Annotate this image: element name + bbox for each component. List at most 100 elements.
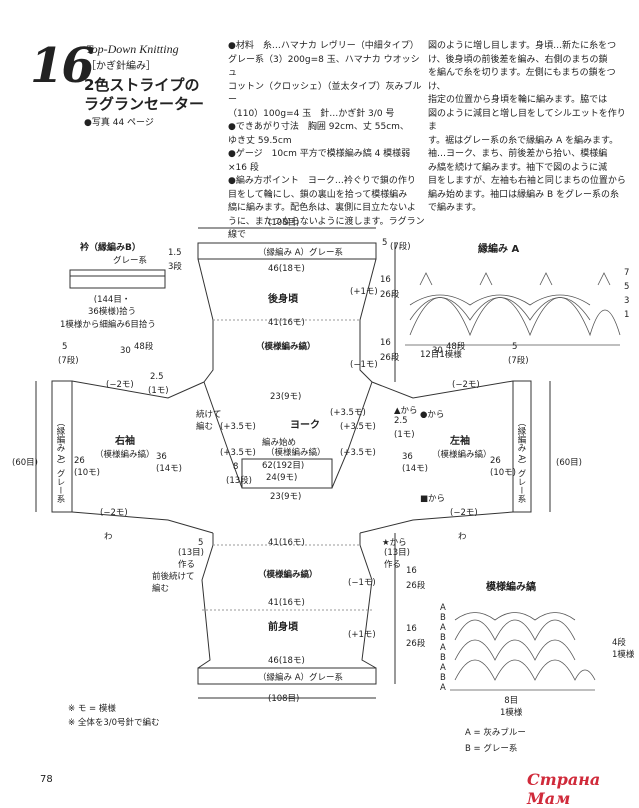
right-sleeve-name: 右袖 xyxy=(115,436,135,447)
chart-a-title: 縁編み A xyxy=(478,244,520,255)
plus35-l1: (+3.5モ) xyxy=(340,422,376,432)
neck-24: 24(9モ) xyxy=(266,473,298,483)
gusset-25a: 2.5 xyxy=(150,372,164,382)
plus1-b: (+1モ) xyxy=(348,630,376,640)
collar-height: 1.5 xyxy=(168,248,182,258)
plus35-r1: (+3.5モ) xyxy=(220,422,256,432)
collar-color: グレー系 xyxy=(113,256,148,266)
sleeve-26-r: 26 (10モ) xyxy=(74,456,100,478)
v16-1: 16 xyxy=(380,275,391,285)
chart-a-rows: 7 5 3 1 xyxy=(624,268,630,320)
materials-line: グレー系（3）200g=8 玉、ハマナカ ウオッシュ xyxy=(228,54,420,79)
width-top: (108目) xyxy=(268,218,300,228)
materials-line: コットン（クロッシェ）（並太タイプ）灰みブルー xyxy=(228,81,422,106)
neck-23a: 23(9モ) xyxy=(270,392,302,402)
photo-ref: ●写真 44 ページ xyxy=(84,118,154,128)
sleeve-36-l: 36 (14モ) xyxy=(402,452,428,474)
minus2-r1: (−2モ) xyxy=(106,380,134,390)
title-line2: ラグランセーター xyxy=(84,95,205,113)
plus35-c: (+3.5モ) xyxy=(330,408,366,418)
instructions-line: 袖…ヨーク、まち、前後差から拾い、模様編 xyxy=(428,149,608,159)
sleeve-5-r: 5 xyxy=(62,342,68,352)
sleeve-30-l: 30 xyxy=(432,346,443,356)
make-13-r: (13目) 作る xyxy=(178,548,204,570)
legend-a: A = 灰みブルー xyxy=(465,728,526,738)
instructions-line: 目をしますが、左袖も右袖と同じまちの位置から xyxy=(428,176,626,186)
materials-line: ×16 段 xyxy=(228,162,259,173)
collar-rows: 3段 xyxy=(168,262,182,272)
neck-23b: 23(9モ) xyxy=(270,492,302,502)
materials-line: うに、またつならないように渡します。ラグラン線で xyxy=(228,216,425,241)
instructions-line: け、後身頃の前後差を編み、右側のまちの鎖 xyxy=(428,54,608,65)
v16-3: 16 xyxy=(406,566,417,576)
yoke-name: ヨーク xyxy=(290,420,320,431)
instructions-line: で編みます。 xyxy=(428,203,482,213)
yoke-neck-box xyxy=(241,458,333,489)
materials-block: ●材料 糸…ハマナカ レヴリー（中細タイプ） グレー系（3）200g=8 玉、ハ… xyxy=(228,40,428,243)
sleeve-5-l: 5 xyxy=(512,342,518,352)
v16-4: 16 xyxy=(406,624,417,634)
sleeve-60-l: (60目) xyxy=(556,458,582,468)
neck-8: 8 xyxy=(233,462,239,472)
sleeve-pattern-l: （模様編み縞） xyxy=(432,450,492,460)
yoke-pattern: （模様編み縞） xyxy=(266,448,326,458)
minus1-a: (−1モ) xyxy=(350,360,378,370)
chart-b-rows: A B A B A B A B A xyxy=(440,603,446,693)
gusset-1a: (1モ) xyxy=(148,386,169,396)
sleeve-48-r: 48段 xyxy=(134,342,154,352)
gusset-25b: 2.5 xyxy=(394,416,408,426)
back-41: 41(16モ) xyxy=(268,318,305,328)
front-side-outline xyxy=(197,533,377,669)
v16-2: 16 xyxy=(380,338,391,348)
instructions-line: 編み始めます。袖口は縁編み B をグレー系の糸 xyxy=(428,189,619,200)
v26-1: 26段 xyxy=(380,290,400,300)
right-cuff-band xyxy=(51,380,73,513)
cuff-r: （縁編み A）グレー系 xyxy=(55,418,65,504)
technique-en: Top-Down Knitting xyxy=(86,42,179,56)
note-1: ※ モ = 模様 xyxy=(68,704,116,714)
materials-line: ゆき丈 59.5cm xyxy=(228,135,292,146)
front-46: 46(18モ) xyxy=(268,656,305,666)
width-bottom: (108目) xyxy=(268,694,300,704)
chart-a-stitches xyxy=(405,272,621,346)
continue-front: 前後続けて 編む xyxy=(152,572,195,594)
back-edge-label: （縁編み A）グレー系 xyxy=(258,248,344,258)
instructions-line: 図のように増し目します。身頃…新たに糸をつ xyxy=(428,41,617,51)
back-side-outline xyxy=(197,258,377,383)
back-46: 46(18モ) xyxy=(268,264,305,274)
collar-pick: (144目・ 36模様)拾う xyxy=(88,295,137,317)
instructions-line: み縞を続けて編みます。袖下で図のように減 xyxy=(428,162,608,173)
minus2-r2: (−2モ) xyxy=(100,508,128,518)
materials-line: ●できあがり寸法 胸囲 92cm、丈 55cm、 xyxy=(228,122,409,132)
wa-l: わ xyxy=(458,532,467,542)
front-41a: 41(16モ) xyxy=(268,538,305,548)
materials-line: （110）100g=4 玉 針…かぎ針 3/0 号 xyxy=(228,108,395,119)
from-d: ★から xyxy=(382,538,407,548)
left-sleeve-name: 左袖 xyxy=(450,436,470,447)
chart-a-repeat: 12目1模様 xyxy=(420,350,462,360)
collar-note: 1模様から細編み6目拾う xyxy=(60,320,156,330)
technique-jp: ［かぎ針編み］ xyxy=(86,61,156,72)
watermark: Страна Мам xyxy=(527,770,601,808)
collar-title: 衿（縁編みB） xyxy=(80,243,141,253)
v26-2: 26段 xyxy=(380,353,400,363)
from-b: ■から xyxy=(420,494,446,504)
instructions-block: 図のように増し目します。身頃…新たに糸をつ け、後身頃の前後差を編み、右側のまち… xyxy=(428,40,633,216)
front-edge-band xyxy=(197,667,377,685)
back-cont: 続けて 編む xyxy=(196,410,222,432)
left-sleeve-outline xyxy=(359,380,514,534)
sleeve-26-l: 26 (10モ) xyxy=(490,456,516,478)
minus2-l2: (−2モ) xyxy=(450,508,478,518)
neck-62: 62(192目) xyxy=(262,461,305,471)
yoke-start: 編み始め xyxy=(262,438,297,448)
pattern-number: 16 xyxy=(30,38,95,94)
instructions-line: 図のように減目と増し目をしてシルエットを作りま xyxy=(428,108,626,133)
chart-b-stitches xyxy=(450,612,596,691)
materials-line: 目をして輪にし、鎖の裏山を拾って模様編み xyxy=(228,189,408,200)
gusset-1b: (1モ) xyxy=(394,430,415,440)
page-number: 78 xyxy=(40,774,53,785)
instructions-line: を編んで糸を切ります。左側にもまちの鎖をつけ、 xyxy=(428,68,616,92)
chart-b-right: 4段 1模様 xyxy=(612,638,635,660)
front-edge-label: （縁編み A）グレー系 xyxy=(258,673,344,683)
